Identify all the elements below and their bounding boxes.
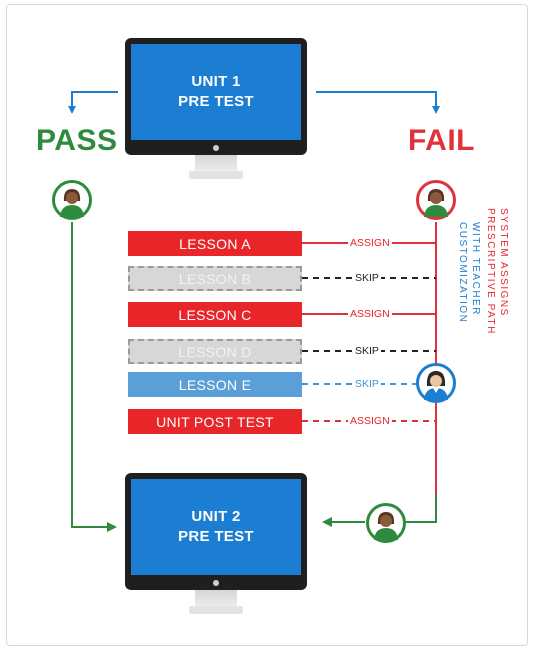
monitor-base bbox=[189, 606, 243, 614]
student-avatar-return bbox=[366, 503, 406, 543]
pass-label: PASS bbox=[36, 124, 118, 157]
lesson-b-action: SKIP bbox=[353, 272, 381, 284]
lesson-c: LESSON C bbox=[128, 302, 302, 327]
unit1-subtitle: PRE TEST bbox=[178, 93, 254, 110]
monitor-power-dot bbox=[213, 145, 219, 151]
lesson-a-action: ASSIGN bbox=[348, 237, 392, 249]
student-avatar-pass bbox=[52, 180, 92, 220]
customization-text: CUSTOMIZATION bbox=[457, 222, 468, 324]
lesson-e-action: SKIP bbox=[353, 378, 381, 390]
unit2-subtitle: PRE TEST bbox=[178, 528, 254, 545]
lesson-a: LESSON A bbox=[128, 231, 302, 256]
student-icon bbox=[424, 189, 448, 217]
system-assigns-text: SYSTEM ASSIGNS bbox=[498, 208, 509, 317]
lesson-b: LESSON B bbox=[128, 266, 302, 291]
post-test-action: ASSIGN bbox=[348, 415, 392, 427]
unit1-title: UNIT 1 bbox=[191, 73, 241, 90]
monitor-base bbox=[189, 171, 243, 179]
pass-path-line bbox=[71, 222, 117, 532]
unit2-title: UNIT 2 bbox=[191, 508, 241, 525]
fail-arrow-line bbox=[316, 91, 440, 114]
teacher-avatar bbox=[416, 363, 456, 403]
lesson-e: LESSON E bbox=[128, 372, 302, 397]
student-avatar-fail bbox=[416, 180, 456, 220]
return-path-line bbox=[405, 494, 437, 523]
monitor-stand bbox=[195, 155, 237, 173]
lesson-d: LESSON D bbox=[128, 339, 302, 364]
with-teacher-text: WITH TEACHER bbox=[470, 222, 481, 316]
unit-post-test: UNIT POST TEST bbox=[128, 409, 302, 434]
lesson-c-action: ASSIGN bbox=[348, 308, 392, 320]
unit1-pretest-screen: UNIT 1 PRE TEST bbox=[131, 44, 301, 140]
lesson-d-action: SKIP bbox=[353, 345, 381, 357]
teacher-icon bbox=[424, 371, 448, 400]
monitor-power-dot bbox=[213, 580, 219, 586]
pass-arrow-line bbox=[68, 91, 118, 114]
student-icon bbox=[60, 189, 84, 217]
fail-label: FAIL bbox=[408, 124, 475, 157]
monitor-stand bbox=[195, 590, 237, 608]
prescriptive-path-text: PRESCRIPTIVE PATH bbox=[485, 208, 496, 335]
unit2-pretest-screen: UNIT 2 PRE TEST bbox=[131, 479, 301, 575]
student-icon bbox=[374, 512, 398, 540]
